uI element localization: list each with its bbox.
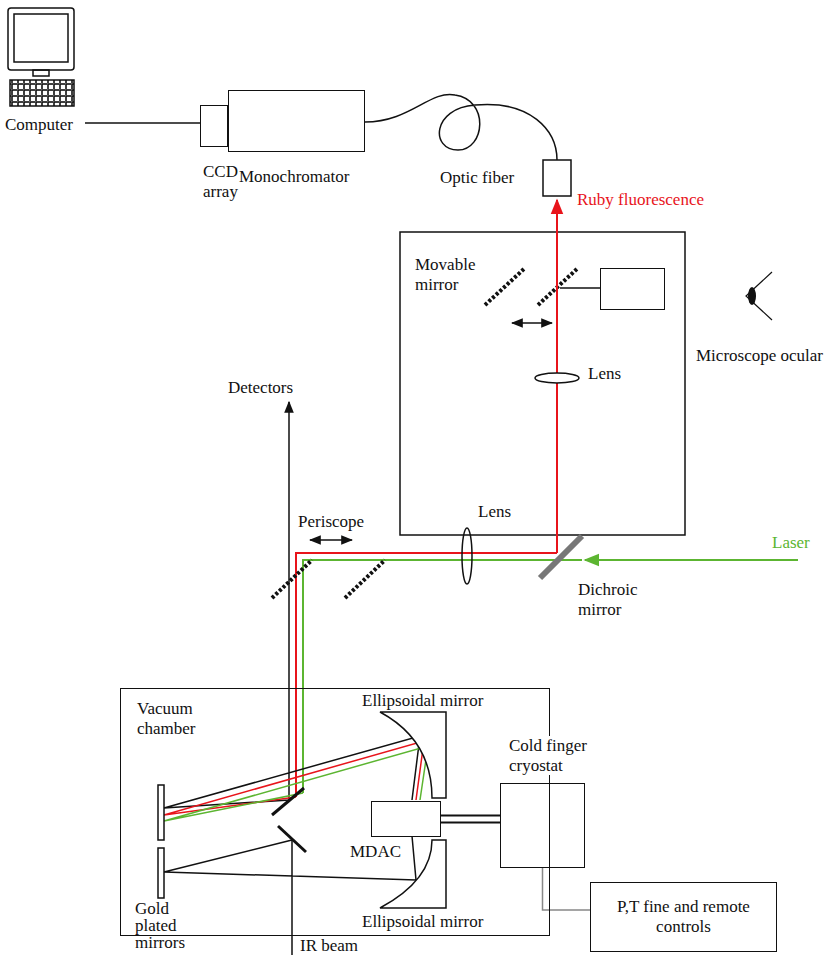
gold-mirror	[158, 848, 164, 898]
chamber-box: Vacuum chamberMDAC	[120, 688, 550, 936]
beam-label: Ruby fluorescence	[577, 190, 777, 210]
monochromator-box: Monochromator	[228, 90, 365, 152]
control-box: P,T fine and remote controls	[590, 882, 777, 952]
ocular-path	[560, 287, 600, 289]
part-label: Dichroic mirror	[578, 580, 658, 619]
move-arrow	[512, 322, 552, 324]
periscope-mirror	[272, 560, 312, 598]
part-label: Lens	[478, 502, 538, 522]
laser-beam	[164, 746, 428, 821]
part-label: Gold plated mirrors	[135, 900, 205, 951]
output-label: Detectors	[228, 378, 328, 398]
flat-mirror	[278, 826, 306, 852]
ellipsoidal-mirror	[380, 712, 446, 798]
part-label: Ellipsoidal mirror	[362, 691, 532, 711]
rod-core	[441, 817, 500, 822]
node-text: Vacuum chamber	[137, 699, 222, 738]
input-label: IR beam	[300, 936, 400, 956]
node-text: Cold finger cryostat	[509, 736, 619, 775]
ir-beam	[164, 836, 416, 955]
node-text: P,T fine and remote controls	[601, 897, 766, 938]
beam-label: Laser	[772, 533, 832, 553]
part-label: Lens	[588, 364, 648, 384]
lens	[535, 373, 579, 383]
cold-finger-rod	[441, 815, 500, 824]
part-label: Ellipsoidal mirror	[362, 912, 532, 932]
cell-box: MDAC	[371, 801, 441, 837]
fiber-head	[543, 160, 571, 196]
part-label: Movable mirror	[415, 255, 481, 294]
periscope-mirror	[345, 560, 385, 598]
flat-mirror	[272, 788, 304, 815]
eye-symbol	[746, 272, 772, 320]
node-text: Monochromator	[239, 167, 369, 187]
detector-box: CCD array	[200, 105, 228, 147]
computer-icon	[8, 8, 74, 106]
ocular-box: Microscope ocular	[600, 268, 665, 310]
dichroic-mirror	[540, 536, 582, 578]
data-cable	[85, 122, 200, 124]
ruby-beam	[164, 741, 424, 815]
part-label: Optic fiber	[440, 168, 535, 188]
move-arrow	[310, 539, 352, 541]
node-text: MDAC	[350, 842, 410, 862]
cryostat-box: Cold finger cryostat	[500, 783, 585, 868]
device-label: Computer	[5, 115, 85, 135]
node-text: Microscope ocular	[696, 346, 826, 366]
part-label: Periscope	[298, 512, 398, 532]
optics-box	[400, 232, 685, 535]
optic-fiber	[365, 94, 557, 160]
lens	[462, 528, 472, 584]
movable-mirror	[485, 268, 525, 305]
ir-beam	[164, 402, 420, 808]
gold-mirror	[158, 785, 164, 840]
laser-beam	[585, 559, 798, 561]
